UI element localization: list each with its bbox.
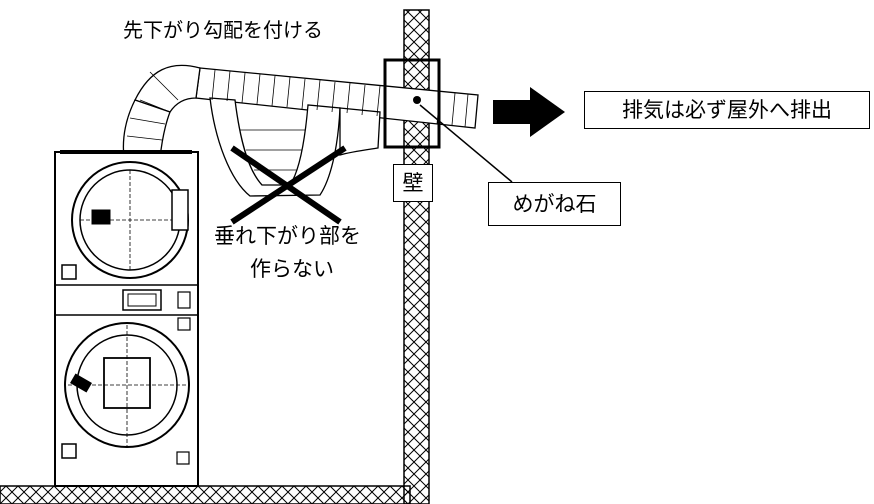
exhaust-duct [122, 64, 479, 197]
thimble-label: めがね石 [488, 182, 621, 226]
prohibition-cross [230, 145, 347, 225]
thimble-leader-line [419, 104, 513, 183]
no-sag-note-line2: 作らない [250, 257, 334, 281]
exhaust-arrow-icon [493, 87, 565, 137]
wall [403, 9, 430, 504]
thimble-highlight-box [383, 58, 441, 149]
floor [0, 485, 411, 504]
exhaust-outdoors-label: 排気は必ず屋外へ排出 [584, 91, 870, 129]
duct-ribs [126, 69, 469, 171]
thimble-dot [413, 96, 421, 104]
stacked-washer-dryer [54, 150, 199, 487]
slope-note: 先下がり勾配を付ける [123, 18, 323, 42]
no-sag-note-line1: 垂れ下がり部を [214, 224, 361, 248]
wall-label: 壁 [393, 164, 433, 202]
